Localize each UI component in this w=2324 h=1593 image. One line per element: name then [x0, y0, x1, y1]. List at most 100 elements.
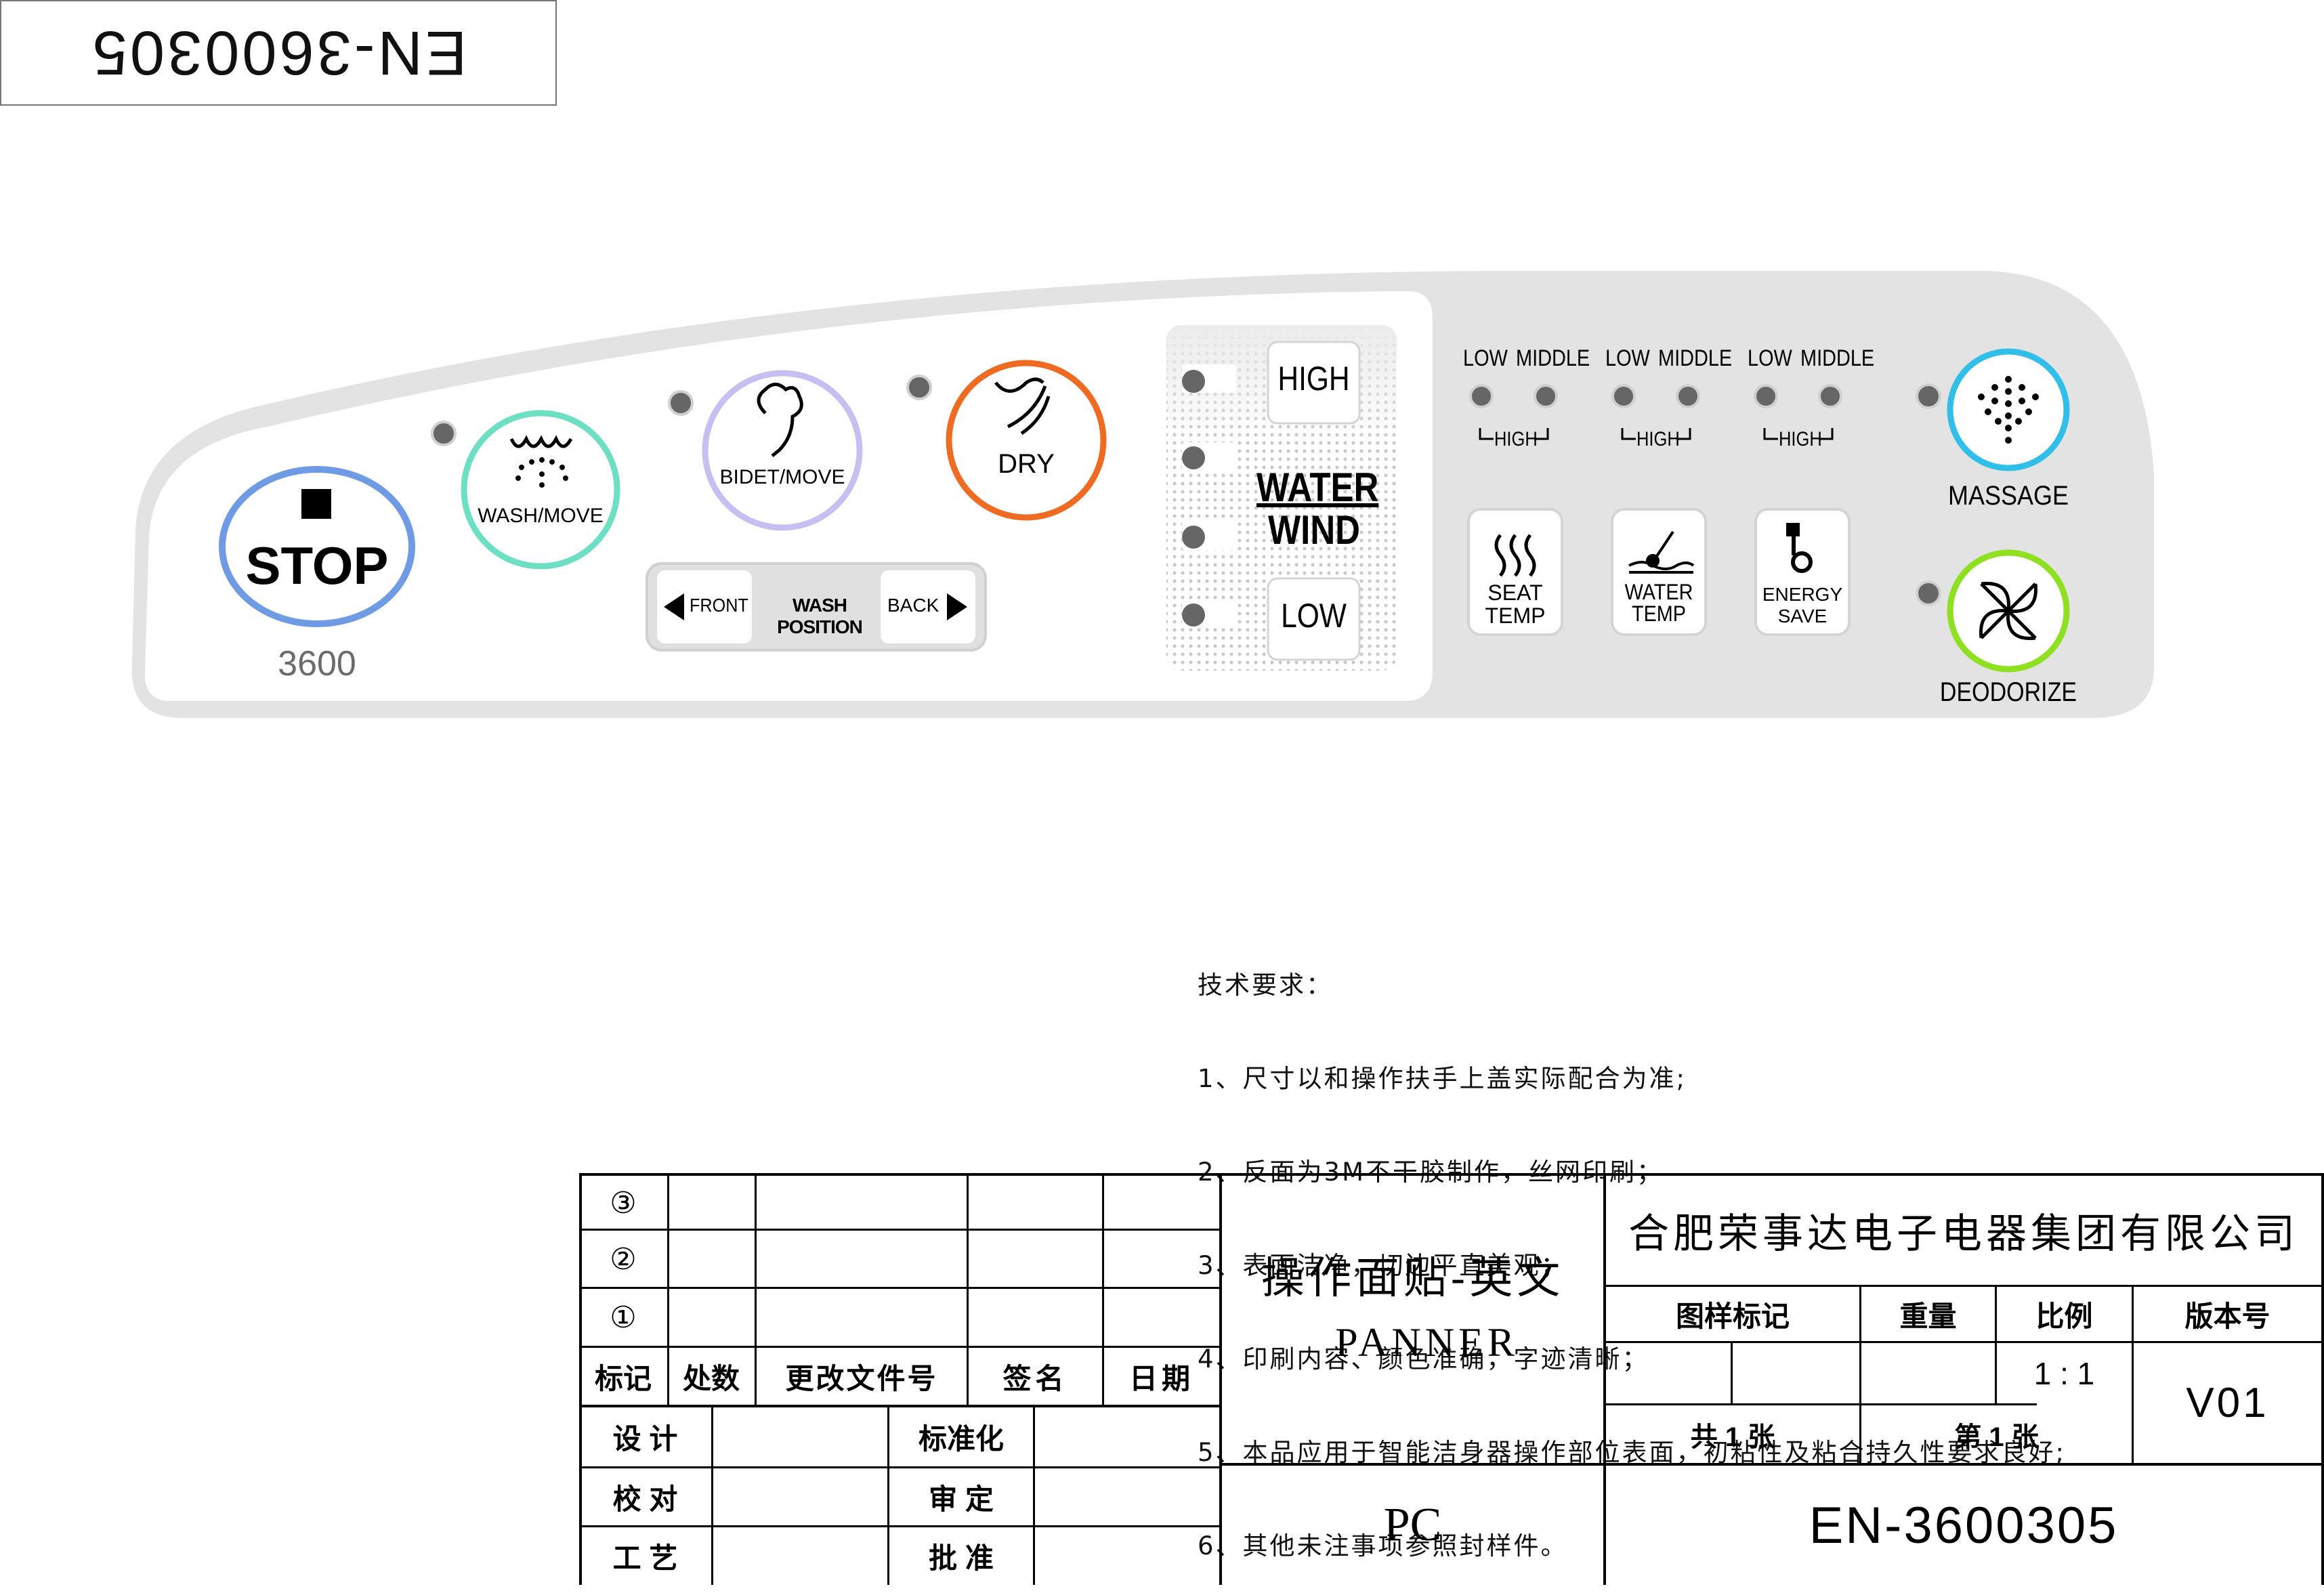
water-temp-label[interactable]: WATER TEMP: [1617, 581, 1701, 624]
dry-wind-icon: [994, 377, 1051, 436]
back-button: [881, 570, 975, 643]
technical-notes: 技术要求： 1、尺寸以和操作扶手上盖实际配合为准; 2、反面为3M不干胶制作，丝…: [1198, 908, 2066, 1593]
energy-save-label[interactable]: ENERGY SAVE: [1756, 584, 1849, 627]
front-label[interactable]: FRONT: [690, 595, 748, 616]
water-label: WATER: [1256, 465, 1379, 510]
header-drawing-mark: 图样标记: [1675, 1300, 1790, 1332]
energy-save-line2: SAVE: [1777, 606, 1827, 626]
deodorize-led: [1916, 580, 1941, 606]
low-label[interactable]: LOW: [1281, 597, 1347, 635]
material: PC: [1383, 1499, 1442, 1551]
sheet-number: 第 1 张: [1954, 1422, 2039, 1452]
water-temp-line1: WATER: [1624, 580, 1693, 604]
wash-spray-icon: [509, 435, 573, 448]
massage-led: [1916, 383, 1941, 409]
massage-dots-icon: [1978, 376, 2039, 444]
level-high-label: HIGH: [1779, 428, 1822, 450]
bidet-icon: [757, 383, 803, 457]
header-doc-no: 更改文件号: [785, 1362, 938, 1395]
label-review: 审 定: [929, 1483, 994, 1515]
back-arrow-icon: [947, 593, 967, 620]
label-approve: 批 准: [929, 1542, 994, 1574]
level-low-label: LOW: [1463, 345, 1508, 371]
model-number: 3600: [278, 644, 356, 683]
sheets-total: 共 1 张: [1690, 1422, 1775, 1452]
back-label[interactable]: BACK: [887, 595, 939, 616]
header-version: 版本号: [2184, 1300, 2270, 1332]
level-middle-label: MIDDLE: [1658, 345, 1733, 371]
header-sign: 签名: [1002, 1362, 1068, 1395]
note-item: 3、表面洁净，切边平直美观；: [1198, 1251, 1568, 1280]
label-check: 校 对: [612, 1483, 678, 1515]
level-low-label: LOW: [1748, 345, 1792, 371]
wash-led: [431, 421, 457, 446]
header-scale: 比例: [2035, 1300, 2093, 1332]
note-item: 6、其他未注事项参照封样件。: [1198, 1531, 1568, 1560]
revision-2: ②: [610, 1242, 637, 1276]
seat-temp-line1: SEAT: [1487, 580, 1543, 605]
pinwheel-icon: [1979, 582, 2037, 640]
dry-led: [906, 375, 932, 400]
wind-label: WIND: [1268, 507, 1360, 553]
scale-value: 1 : 1: [2033, 1355, 2095, 1391]
plug-icon: [1786, 523, 1813, 573]
stop-label[interactable]: STOP: [245, 536, 389, 595]
high-label[interactable]: HIGH: [1277, 360, 1350, 398]
level-middle-label: MIDDLE: [1516, 345, 1590, 371]
part-name: 操作面贴-英文: [1261, 1254, 1565, 1304]
note-item: 1、尺寸以和操作扶手上盖实际配合为准;: [1198, 1064, 1687, 1093]
revision-1: ①: [610, 1300, 637, 1334]
seat-temp-label[interactable]: SEAT TEMP: [1469, 581, 1562, 627]
notes-title: 技术要求：: [1198, 971, 1333, 1000]
header-date: 日期: [1128, 1362, 1194, 1395]
label-standard: 标准化: [918, 1423, 1004, 1455]
header-count: 处数: [682, 1362, 740, 1395]
note-item: 5、本品应用于智能洁身器操作部位表面，初粘性及粘合持久性要求良好;: [1198, 1438, 2067, 1467]
heat-wave-icon: [1494, 534, 1536, 577]
header-mark: 标记: [594, 1362, 652, 1395]
dry-label[interactable]: DRY: [998, 449, 1055, 479]
company-name: 合肥荣事达电子电器集团有限公司: [1628, 1211, 2299, 1256]
control-panel-drawing: [131, 271, 2155, 718]
label-craft: 工 艺: [612, 1542, 678, 1574]
revision-3: ③: [610, 1186, 637, 1220]
wash-move-label[interactable]: WASH/MOVE: [478, 505, 604, 527]
deodorize-label[interactable]: DEODORIZE: [1939, 677, 2077, 707]
header-weight: 重量: [1899, 1300, 1957, 1332]
stop-button-ring: [219, 466, 415, 627]
wash-spray-dots: [515, 457, 568, 488]
bidet-button-ring: [702, 370, 863, 531]
energy-save-line1: ENERGY: [1762, 584, 1843, 605]
high-button: [1267, 341, 1361, 425]
front-arrow-icon: [664, 593, 684, 620]
level-leds: [1469, 384, 1842, 408]
note-item: 4、印刷内容、颜色准确，字迹清晰；: [1198, 1344, 1649, 1374]
massage-button-ring: [1947, 348, 2070, 471]
bidet-move-label[interactable]: BIDET/MOVE: [719, 466, 845, 488]
note-item: 2、反面为3M不干胶制作，丝网印刷；: [1198, 1157, 1664, 1187]
seat-temp-button: [1467, 508, 1563, 636]
level-low-label: LOW: [1605, 345, 1650, 371]
bidet-led: [668, 390, 694, 416]
label-design: 设 计: [612, 1423, 678, 1455]
water-wind-leds: [1182, 364, 1236, 628]
wash-position-label: WASH POSITION: [777, 595, 863, 637]
level-brackets: [1479, 428, 1834, 440]
mirrored-code-box: EN-3600305: [0, 0, 557, 106]
seat-temp-line2: TEMP: [1485, 603, 1546, 628]
version-value: V01: [2186, 1380, 2269, 1426]
front-button: [657, 570, 752, 643]
part-name-en: PANNER: [1335, 1319, 1519, 1365]
level-middle-label: MIDDLE: [1800, 345, 1875, 371]
water-temp-line2: TEMP: [1631, 601, 1686, 626]
level-high-label: HIGH: [1636, 428, 1680, 450]
massage-label[interactable]: MASSAGE: [1947, 481, 2069, 511]
low-button: [1267, 577, 1361, 661]
stop-square-icon: [301, 489, 331, 519]
title-block: ③ ② ① 标记 处数 更改文件号 签名 日期 设 计 标准化 校 对 审 定 …: [579, 1173, 2324, 1585]
level-high-label: HIGH: [1494, 428, 1538, 450]
wash-button-ring: [461, 410, 620, 570]
drawing-number: EN-3600305: [1809, 1496, 2119, 1554]
water-thermometer-icon: [1628, 530, 1695, 574]
dry-button-ring: [946, 360, 1107, 521]
